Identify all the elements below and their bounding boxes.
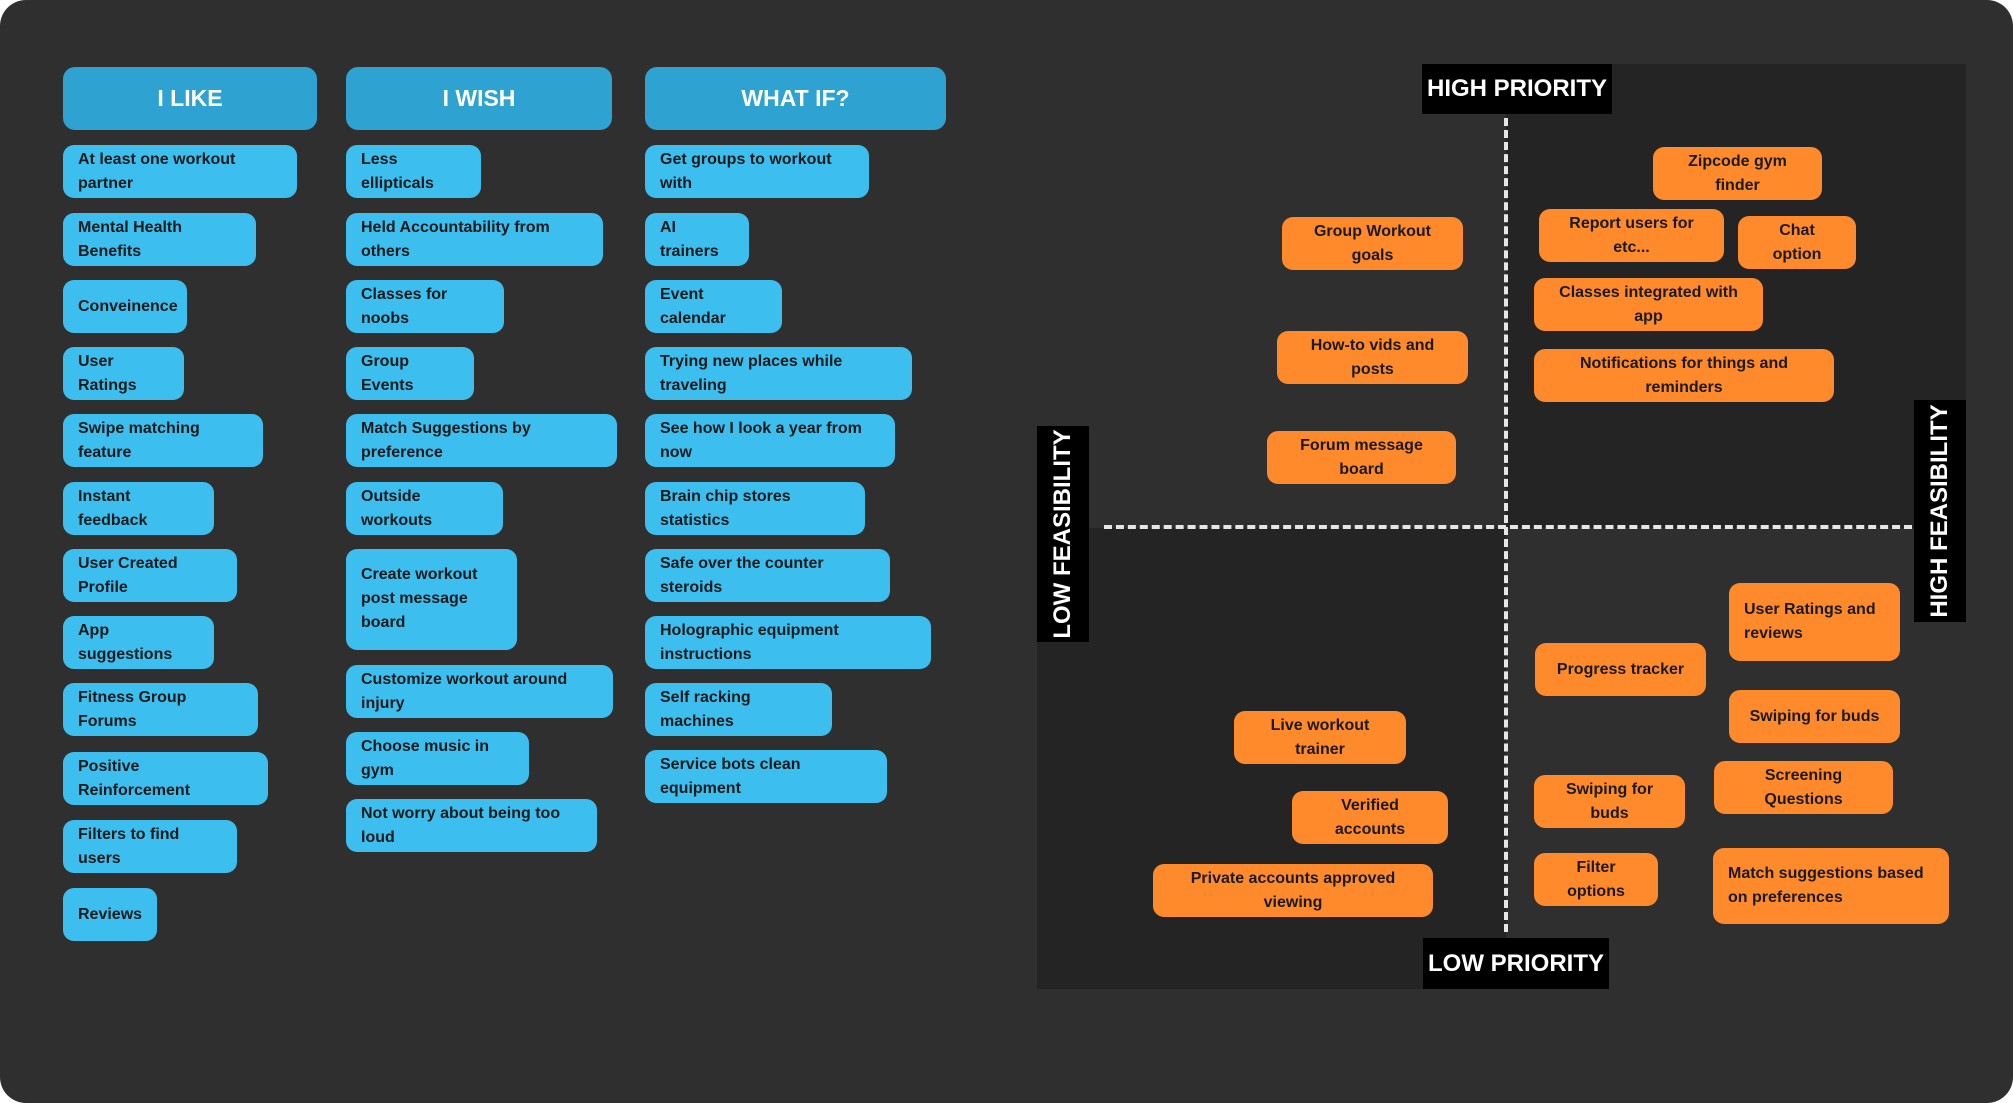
idea-sticky[interactable]: Swiping for buds bbox=[1534, 775, 1685, 828]
idea-sticky[interactable]: Screening Questions bbox=[1714, 761, 1893, 814]
column-header-what-if: WHAT IF? bbox=[645, 67, 946, 130]
idea-sticky[interactable]: How-to vids and posts bbox=[1277, 331, 1468, 384]
sticky-note[interactable]: Choose music in gym bbox=[346, 732, 529, 785]
sticky-note[interactable]: Outside workouts bbox=[346, 482, 503, 535]
idea-sticky[interactable]: Classes integrated with app bbox=[1534, 278, 1763, 331]
idea-sticky[interactable]: Verified accounts bbox=[1292, 791, 1448, 844]
sticky-note[interactable]: Service bots clean equipment bbox=[645, 750, 887, 803]
sticky-note[interactable]: At least one workout partner bbox=[63, 145, 297, 198]
high-feasibility-label: HIGH FEASIBILITY bbox=[1914, 400, 1966, 622]
sticky-note[interactable]: Fitness Group Forums bbox=[63, 683, 258, 736]
idea-sticky[interactable]: Zipcode gym finder bbox=[1653, 147, 1822, 200]
sticky-note[interactable]: Event calendar bbox=[645, 280, 782, 333]
sticky-note[interactable]: Get groups to workout with bbox=[645, 145, 869, 198]
idea-sticky[interactable]: Group Workout goals bbox=[1282, 217, 1463, 270]
idea-sticky[interactable]: Notifications for things and reminders bbox=[1534, 349, 1834, 402]
sticky-note[interactable]: Conveinence bbox=[63, 280, 187, 333]
column-header-i-like: I LIKE bbox=[63, 67, 317, 130]
idea-sticky[interactable]: Progress tracker bbox=[1535, 643, 1706, 696]
idea-sticky[interactable]: Filter options bbox=[1534, 853, 1658, 906]
sticky-note[interactable]: Less ellipticals bbox=[346, 145, 481, 198]
sticky-note[interactable]: Match Suggestions by preference bbox=[346, 414, 617, 467]
sticky-note[interactable]: Not worry about being too loud bbox=[346, 799, 597, 852]
idea-sticky[interactable]: Match suggestions based on preferences bbox=[1713, 848, 1949, 924]
sticky-note[interactable]: Swipe matching feature bbox=[63, 414, 263, 467]
sticky-note[interactable]: Instant feedback bbox=[63, 482, 214, 535]
horizontal-axis-line bbox=[1104, 525, 1912, 529]
sticky-note[interactable]: Holographic equipment instructions bbox=[645, 616, 931, 669]
sticky-note[interactable]: Filters to find users bbox=[63, 820, 237, 873]
sticky-note[interactable]: Trying new places while traveling bbox=[645, 347, 912, 400]
idea-sticky[interactable]: Private accounts approved viewing bbox=[1153, 864, 1433, 917]
sticky-note[interactable]: Mental Health Benefits bbox=[63, 213, 256, 266]
sticky-note[interactable]: Brain chip stores statistics bbox=[645, 482, 865, 535]
sticky-note[interactable]: Held Accountability from others bbox=[346, 213, 603, 266]
sticky-note[interactable]: Create workout post message board bbox=[346, 549, 517, 650]
low-priority-label: LOW PRIORITY bbox=[1423, 938, 1609, 989]
idea-sticky[interactable]: Report users for etc... bbox=[1539, 209, 1724, 262]
sticky-note[interactable]: See how I look a year from now bbox=[645, 414, 895, 467]
high-priority-label: HIGH PRIORITY bbox=[1422, 64, 1612, 114]
column-header-i-wish: I WISH bbox=[346, 67, 612, 130]
idea-sticky[interactable]: Live workout trainer bbox=[1234, 711, 1406, 764]
sticky-note[interactable]: Safe over the counter steroids bbox=[645, 549, 890, 602]
sticky-note[interactable]: Self racking machines bbox=[645, 683, 832, 736]
idea-sticky[interactable]: User Ratings and reviews bbox=[1729, 583, 1900, 661]
vertical-axis-line bbox=[1504, 118, 1508, 932]
sticky-note[interactable]: Reviews bbox=[63, 888, 157, 941]
sticky-note[interactable]: User Created Profile bbox=[63, 549, 237, 602]
idea-sticky[interactable]: Forum message board bbox=[1267, 431, 1456, 484]
low-feasibility-label: LOW FEASIBILITY bbox=[1037, 426, 1089, 642]
sticky-note[interactable]: App suggestions bbox=[63, 616, 214, 669]
idea-sticky[interactable]: Chat option bbox=[1738, 216, 1856, 269]
sticky-note[interactable]: Customize workout around injury bbox=[346, 665, 613, 718]
sticky-note[interactable]: Group Events bbox=[346, 347, 474, 400]
sticky-note[interactable]: AI trainers bbox=[645, 213, 749, 266]
sticky-note[interactable]: User Ratings bbox=[63, 347, 184, 400]
sticky-note[interactable]: Positive Reinforcement bbox=[63, 752, 268, 805]
sticky-note[interactable]: Classes for noobs bbox=[346, 280, 504, 333]
idea-sticky[interactable]: Swiping for buds bbox=[1729, 690, 1900, 743]
